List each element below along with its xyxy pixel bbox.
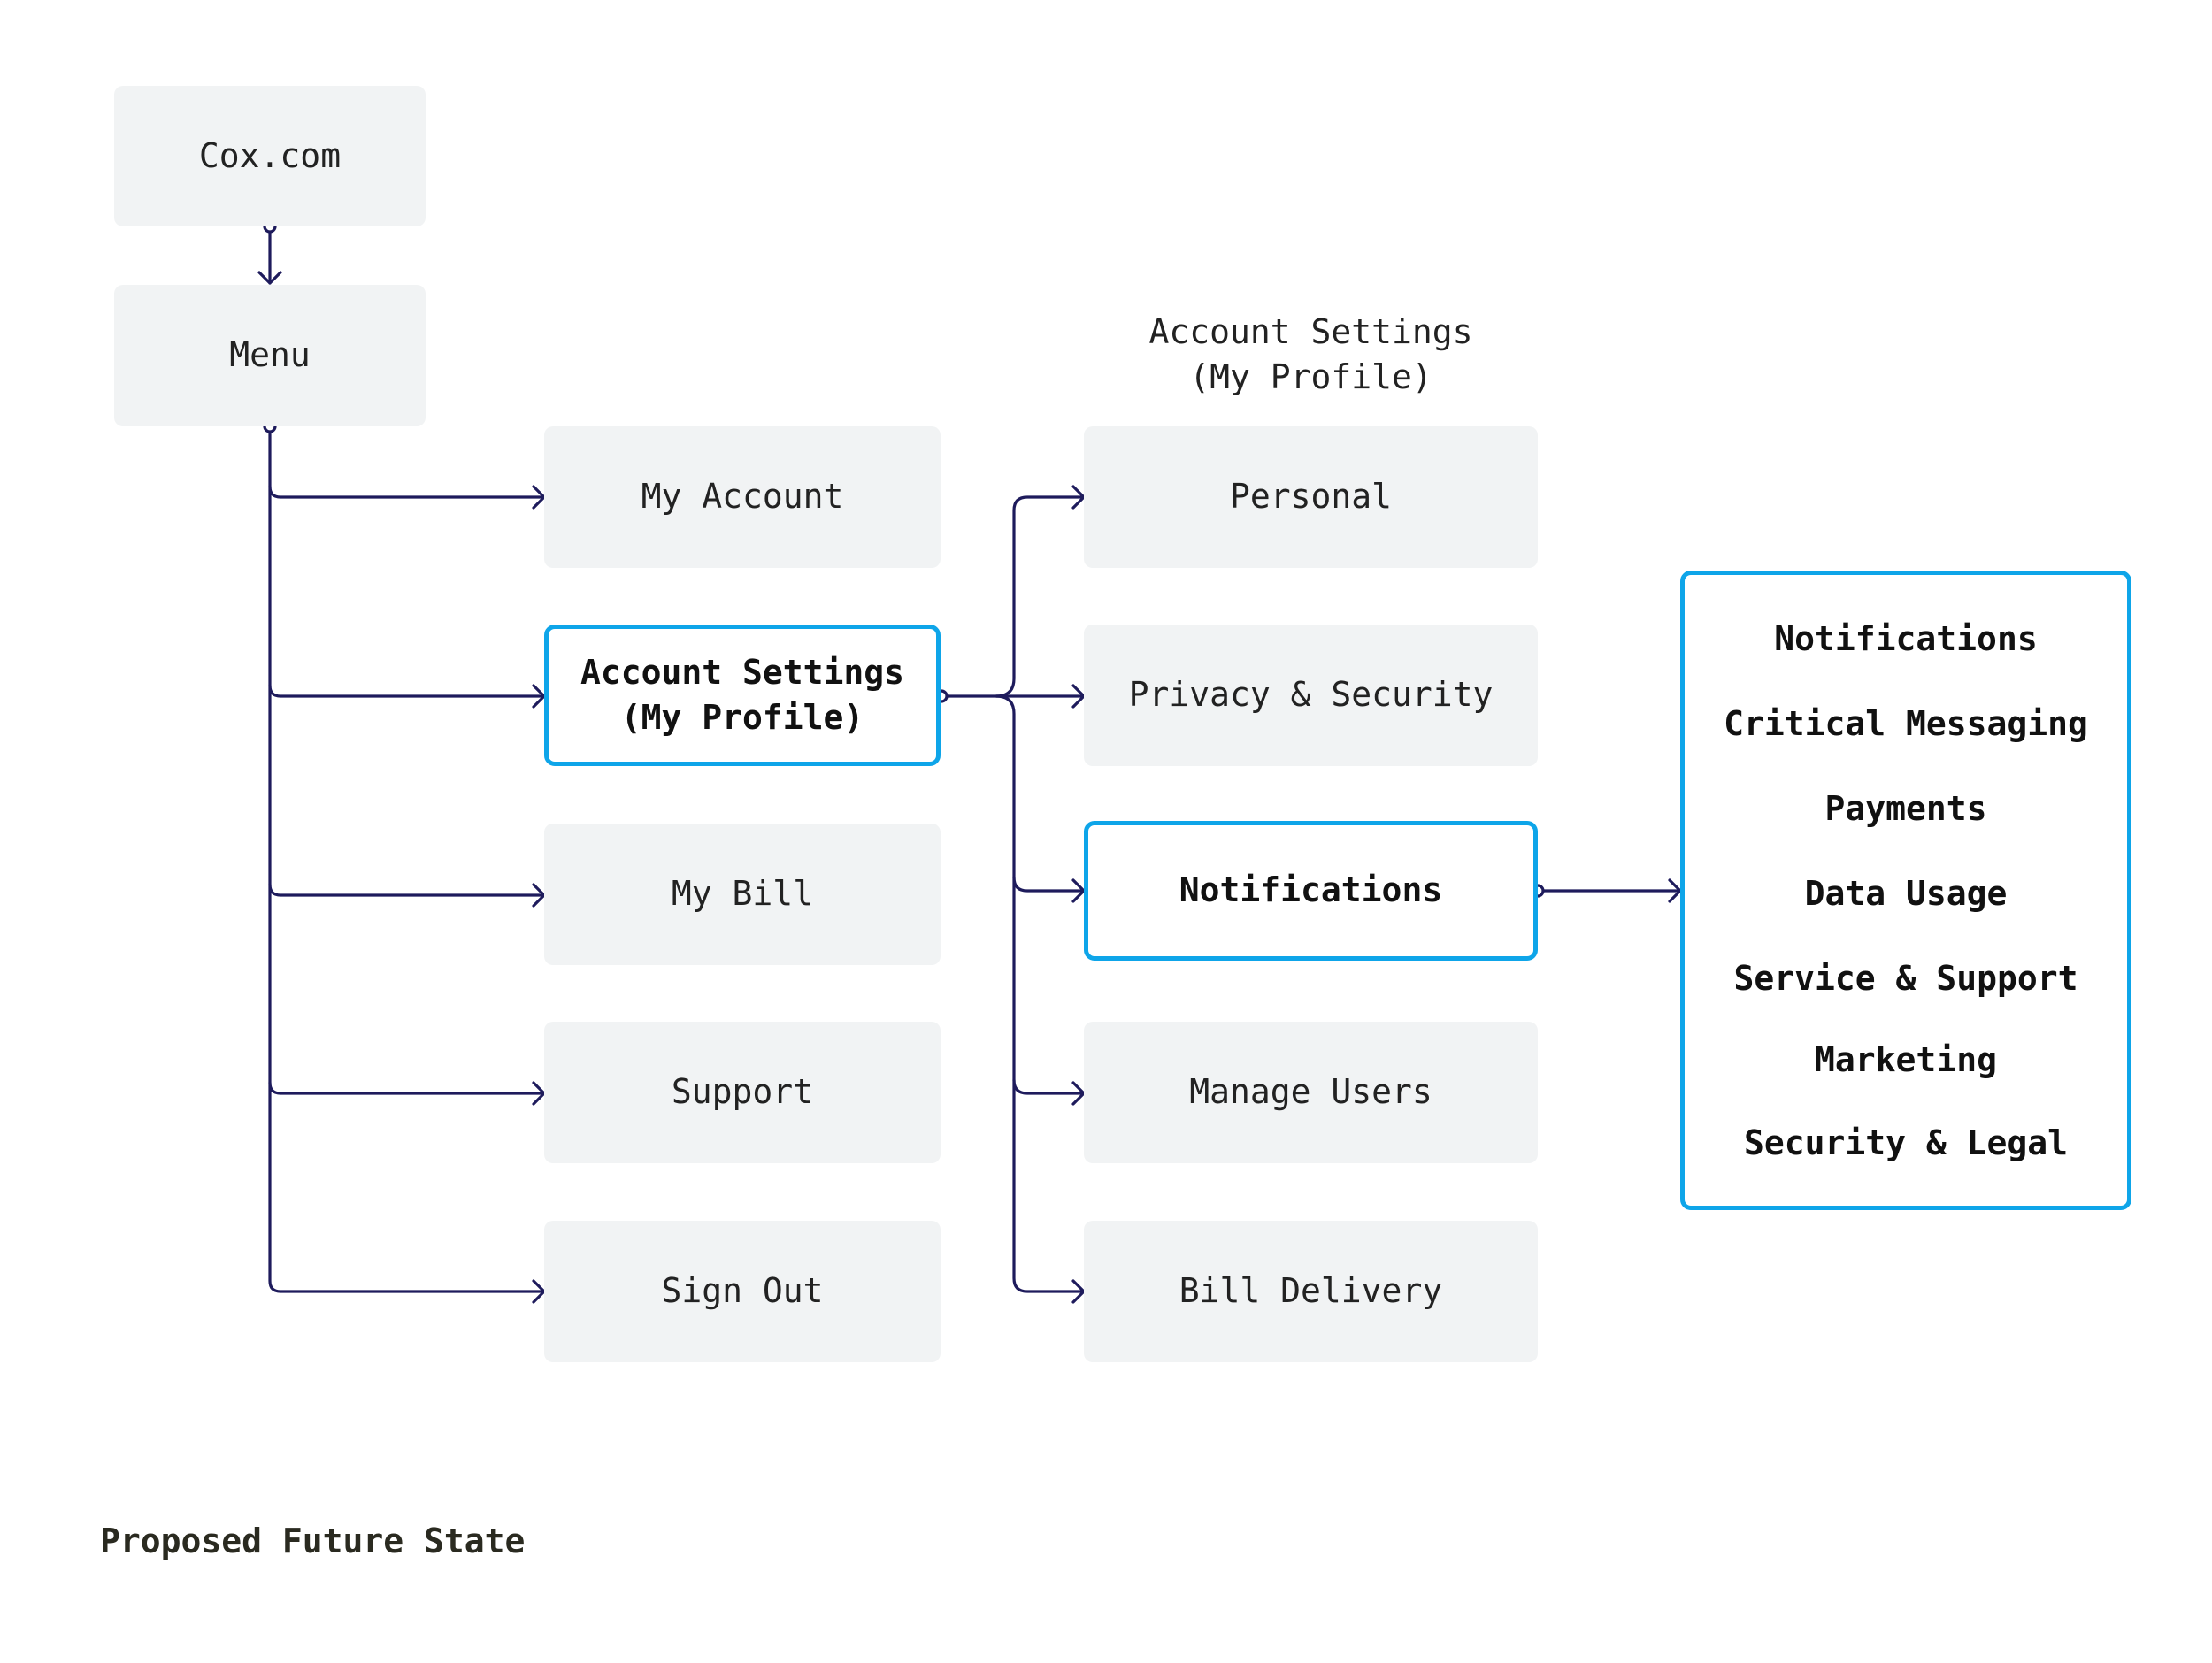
node-support[interactable]: Support (544, 1022, 941, 1163)
node-privacy-security[interactable]: Privacy & Security (1084, 625, 1538, 766)
connector-menu-account-settings (268, 684, 546, 698)
panel-item[interactable]: Data Usage (1804, 874, 2008, 913)
node-account-settings[interactable]: Account Settings (My Profile) (544, 625, 941, 766)
node-personal[interactable]: Personal (1084, 426, 1538, 568)
node-menu[interactable]: Menu (114, 285, 426, 426)
connector-settings-manage-users (1012, 1078, 1086, 1095)
node-label: Notifications (1179, 870, 1443, 910)
panel-item[interactable]: Critical Messaging (1724, 704, 2088, 743)
node-label: My Bill (671, 874, 814, 914)
connector-menu-my-account (268, 485, 546, 499)
connector-settings-personal (995, 495, 1086, 698)
node-label: Sign Out (661, 1271, 824, 1311)
connector-menu-trunk (268, 425, 546, 1293)
node-label: Manage Users (1189, 1072, 1432, 1112)
node-label: Menu (229, 335, 311, 375)
settings-column-title: Account Settings (My Profile) (1148, 312, 1473, 397)
panel-item[interactable]: Marketing (1815, 1040, 1997, 1079)
connector-menu-my-bill (268, 883, 546, 897)
node-my-bill[interactable]: My Bill (544, 824, 941, 965)
panel-item[interactable]: Notifications (1774, 619, 2038, 658)
connector-settings-bill-delivery (995, 694, 1086, 1293)
panel-item[interactable]: Service & Support (1733, 959, 2078, 998)
panel-item[interactable]: Payments (1824, 789, 1987, 828)
panel-item[interactable]: Security & Legal (1743, 1123, 2069, 1162)
arrowhead-menu (257, 271, 282, 285)
connector-menu-support (268, 1081, 546, 1095)
node-manage-users[interactable]: Manage Users (1084, 1022, 1538, 1163)
node-cox-com[interactable]: Cox.com (114, 86, 426, 226)
node-label: Personal (1229, 477, 1393, 517)
node-label: Bill Delivery (1179, 1271, 1443, 1311)
node-my-account[interactable]: My Account (544, 426, 941, 568)
node-label: My Account (641, 477, 844, 517)
connector-settings-notifications (1012, 876, 1086, 893)
node-label: Account Settings (My Profile) (580, 652, 905, 737)
node-bill-delivery[interactable]: Bill Delivery (1084, 1221, 1538, 1362)
node-notifications[interactable]: Notifications (1084, 821, 1538, 961)
notifications-panel: Notifications Critical Messaging Payment… (1680, 571, 2131, 1210)
diagram-caption: Proposed Future State (100, 1521, 526, 1560)
node-label: Support (671, 1072, 814, 1112)
node-sign-out[interactable]: Sign Out (544, 1221, 941, 1362)
node-label: Cox.com (198, 135, 342, 175)
node-label: Privacy & Security (1128, 675, 1494, 715)
